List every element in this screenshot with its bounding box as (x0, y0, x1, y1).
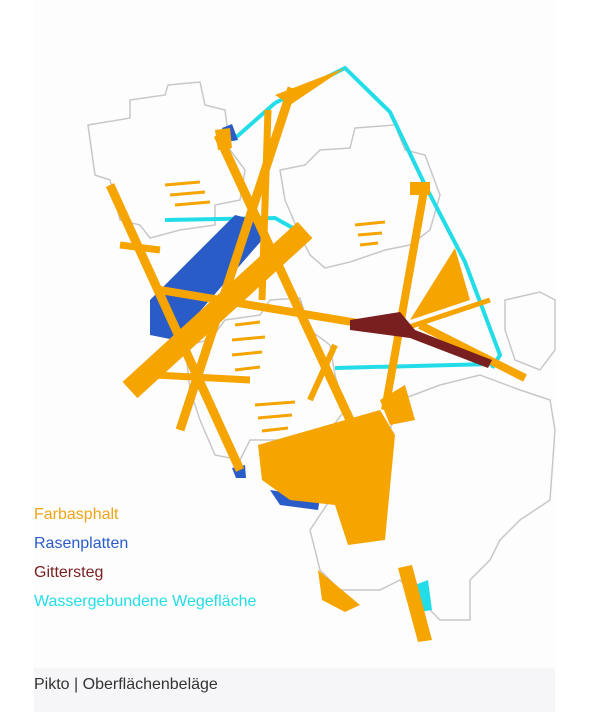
farbasphalt (105, 68, 527, 642)
gittersteg (350, 312, 492, 368)
legend-rasenplatten: Rasenplatten (34, 535, 129, 552)
caption-bar: Pikto | Oberflächenbeläge (34, 668, 555, 712)
legend-farbasphalt: Farbasphalt (34, 506, 119, 523)
caption-text: Pikto | Oberflächenbeläge (34, 676, 218, 693)
legend: Farbasphalt Rasenplatten Gittersteg Wass… (34, 500, 256, 616)
legend-wassergebundene-wegeflaeche: Wassergebundene Wegefläche (34, 593, 257, 610)
legend-gittersteg: Gittersteg (34, 564, 104, 581)
